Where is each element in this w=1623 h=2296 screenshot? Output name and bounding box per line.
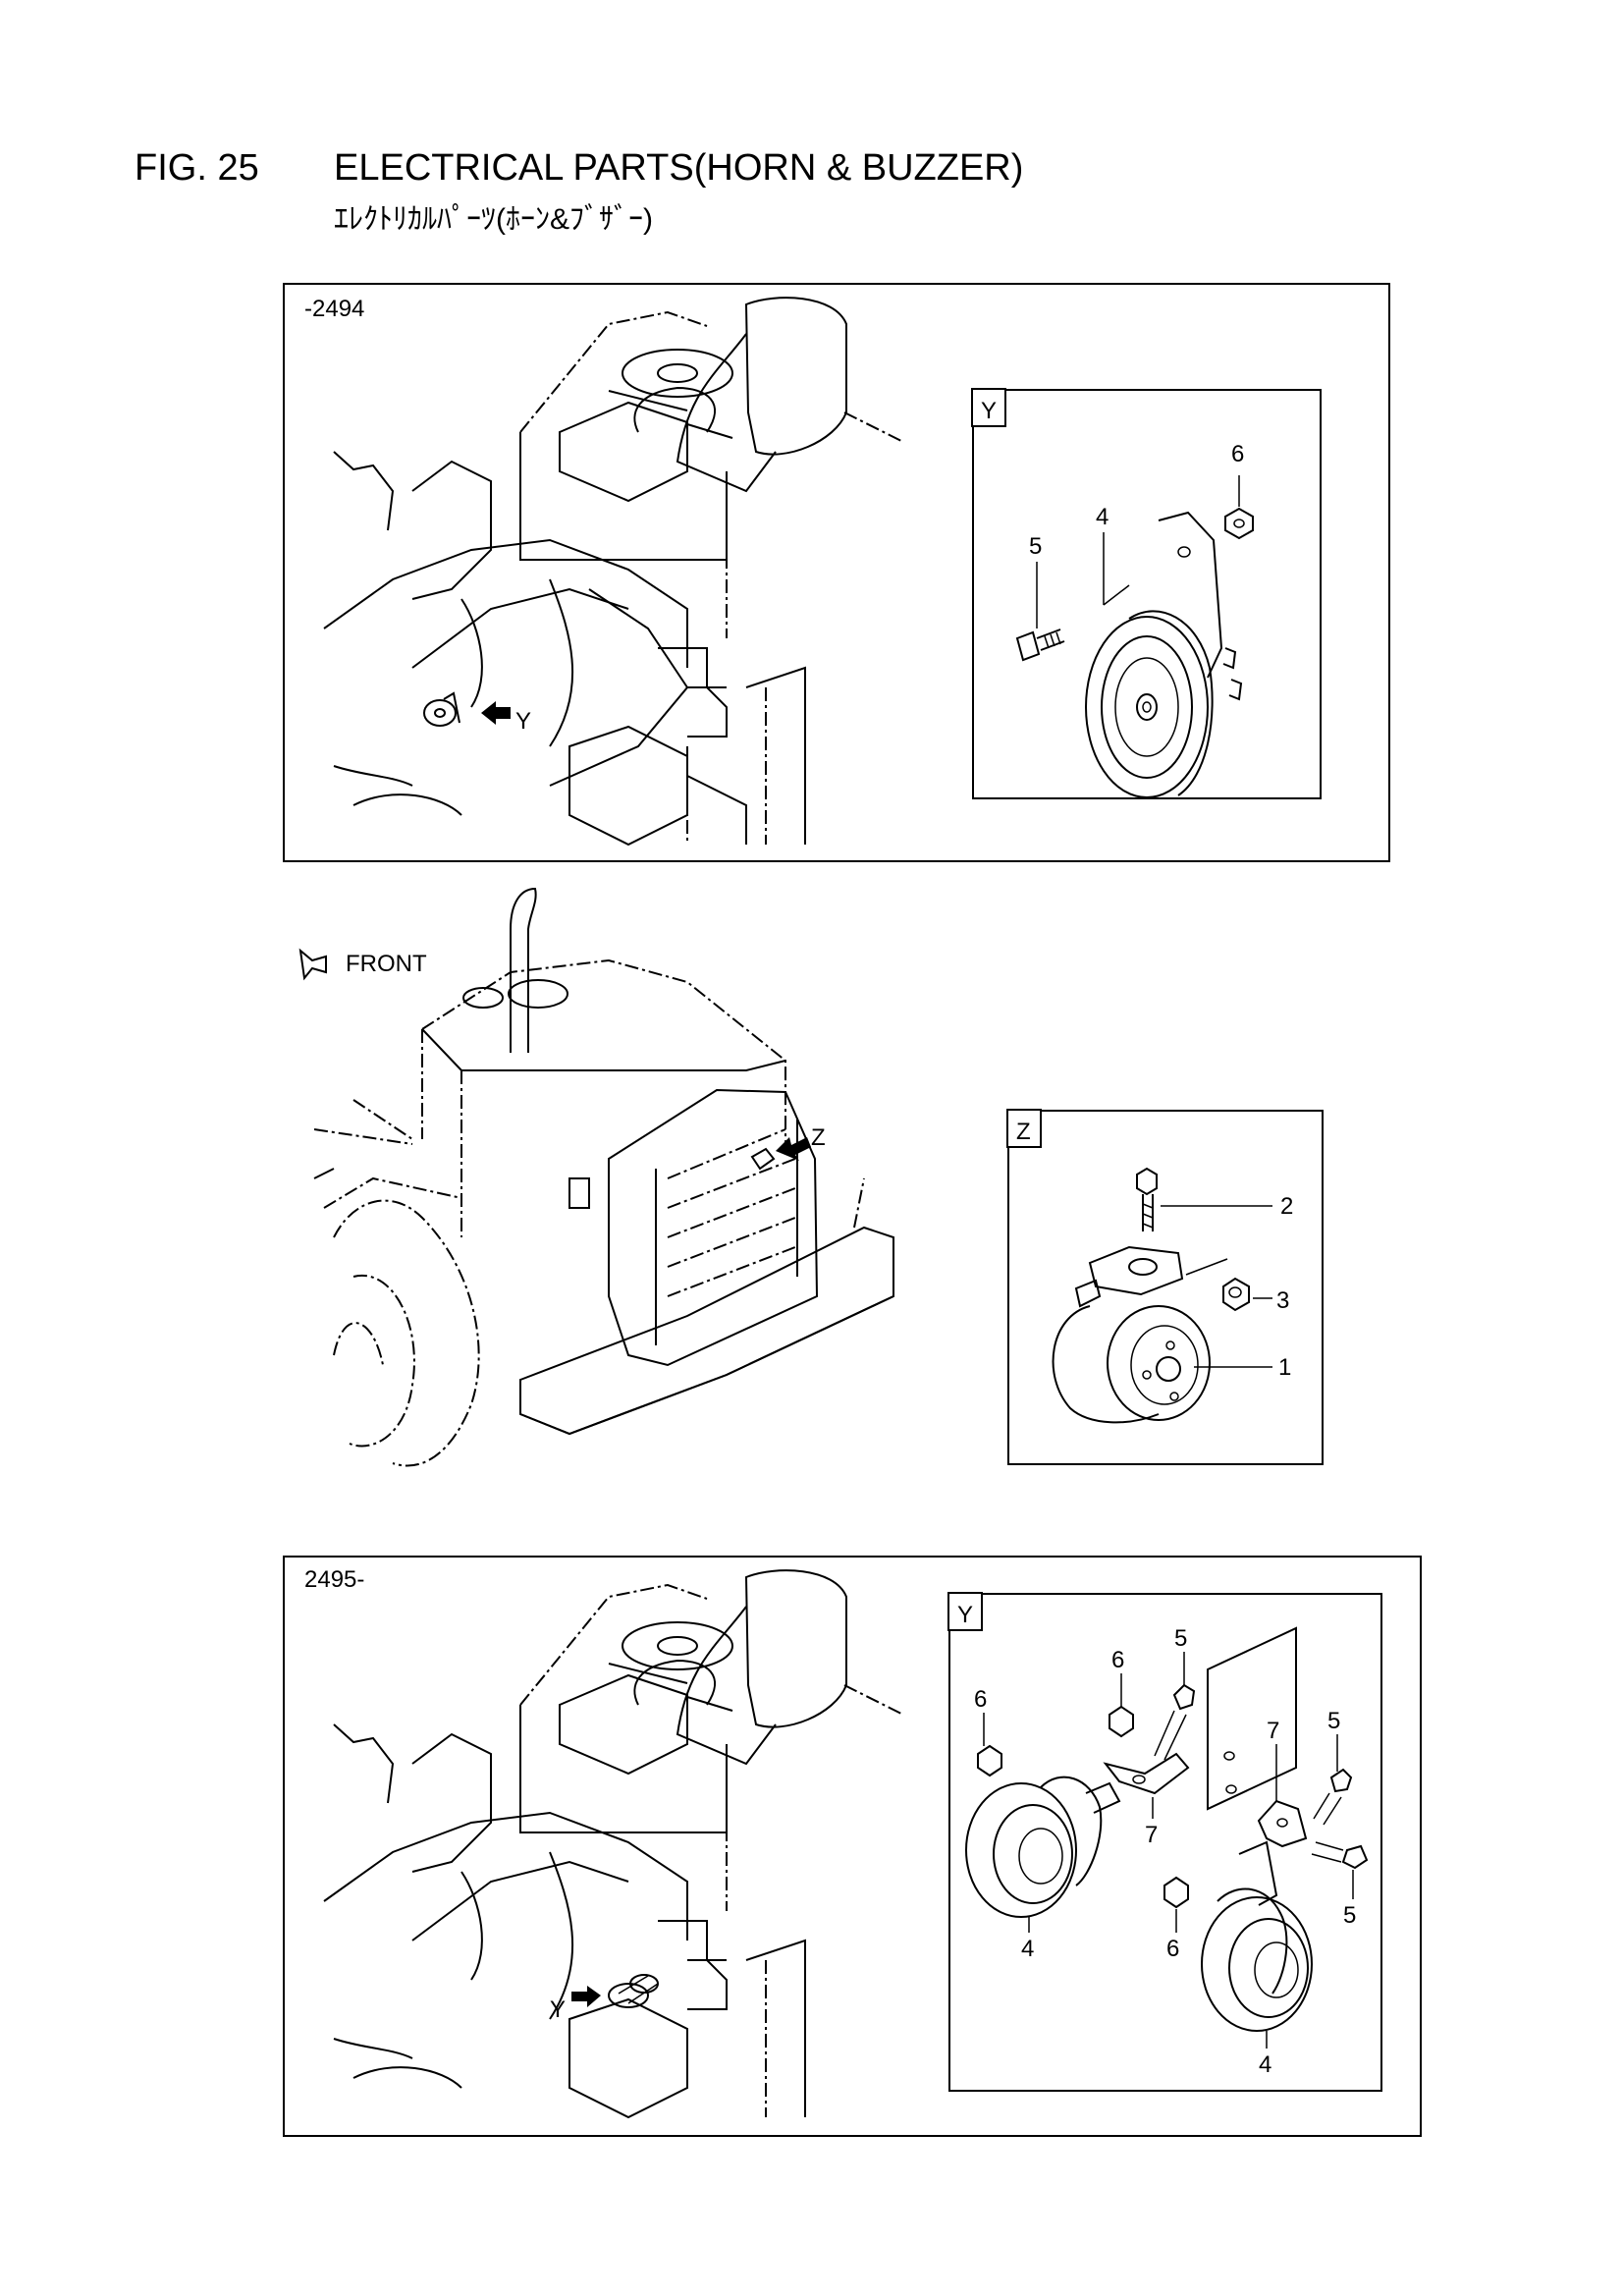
callout-6-upper: 6 (1111, 1647, 1124, 1673)
front-direction-arrow-icon (298, 948, 327, 981)
callout-4-left: 4 (1021, 1936, 1034, 1962)
callout-6-left: 6 (974, 1686, 987, 1713)
view-y-tag-bottom (947, 1592, 983, 1631)
serial-range-label-bottom: 2495- (304, 1566, 364, 1593)
callout-4-right: 4 (1259, 2051, 1271, 2078)
callout-7-left: 7 (1145, 1822, 1158, 1848)
callout-3: 3 (1276, 1287, 1289, 1314)
callout-5-right: 5 (1327, 1708, 1340, 1734)
callout-1: 1 (1278, 1354, 1291, 1381)
callout-6-lower: 6 (1166, 1936, 1179, 1962)
view-y-label-top: Y (981, 398, 997, 424)
callout-2: 2 (1280, 1193, 1293, 1220)
loader-front-illustration (298, 887, 894, 1467)
callout-5-top: 5 (1029, 533, 1042, 560)
detail-z-box (1007, 1110, 1324, 1465)
figure-title: ELECTRICAL PARTS(HORN & BUZZER) (334, 147, 1024, 189)
callout-4-top: 4 (1096, 504, 1109, 530)
view-y-label-bottom: Y (957, 1602, 973, 1628)
view-y-arrow-bottom (571, 1986, 601, 2007)
loader-cab-illustration-top (323, 297, 904, 847)
detail-y-box-top (972, 389, 1322, 799)
arrow-y-label-bottom: Y (550, 1996, 566, 2023)
callout-6-top: 6 (1231, 441, 1244, 467)
figure-number: FIG. 25 (135, 147, 259, 189)
view-z-arrow (776, 1137, 811, 1161)
callout-5-upper: 5 (1174, 1625, 1187, 1652)
serial-range-label-top: -2494 (304, 296, 364, 322)
buzzer-assembly-detail (1052, 1167, 1272, 1424)
arrow-y-label-top: Y (515, 708, 531, 735)
view-z-label: Z (1016, 1119, 1031, 1145)
loader-cab-illustration-bottom (323, 1569, 904, 2119)
horn-pair-assembly-detail (965, 1626, 1369, 2049)
detail-y-box-bottom (948, 1593, 1382, 2092)
horn-assembly-detail-top (1015, 475, 1254, 798)
arrow-z-label: Z (811, 1124, 826, 1151)
callout-5-lower: 5 (1343, 1902, 1356, 1929)
figure-subtitle: ｴﾚｸﾄﾘｶﾙﾊﾟｰﾂ(ﾎｰﾝ&ﾌﾞｻﾞｰ) (334, 203, 653, 236)
view-y-arrow (481, 701, 511, 725)
callout-7-right: 7 (1267, 1718, 1279, 1744)
view-z-tag (1006, 1109, 1042, 1148)
front-label: FRONT (346, 951, 427, 977)
view-y-tag-top (971, 388, 1006, 427)
